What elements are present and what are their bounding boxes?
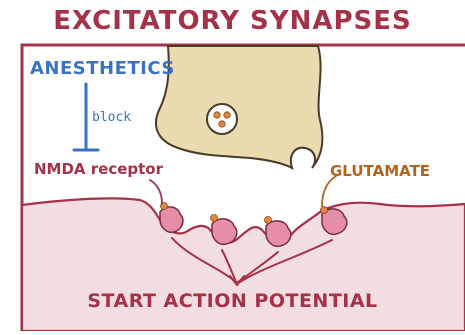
nmda-pointer-line (150, 180, 162, 204)
nmda-receptor (160, 203, 183, 233)
block-label: block (92, 110, 131, 125)
glutamate-pointer-line (322, 176, 336, 206)
nmda-receptor (211, 215, 237, 245)
diagram-title: EXCITATORY SYNAPSES (0, 6, 465, 36)
glutamate-label: GLUTAMATE (330, 162, 430, 180)
nmda-receptor-label: NMDA receptor (34, 160, 163, 178)
anesthetics-label: ANESTHETICS (30, 58, 175, 79)
nmda-receptor (265, 217, 291, 247)
start-action-potential-label: START ACTION POTENTIAL (0, 290, 465, 312)
presynaptic-terminal (156, 46, 322, 168)
synaptic-vesicle (207, 104, 237, 134)
